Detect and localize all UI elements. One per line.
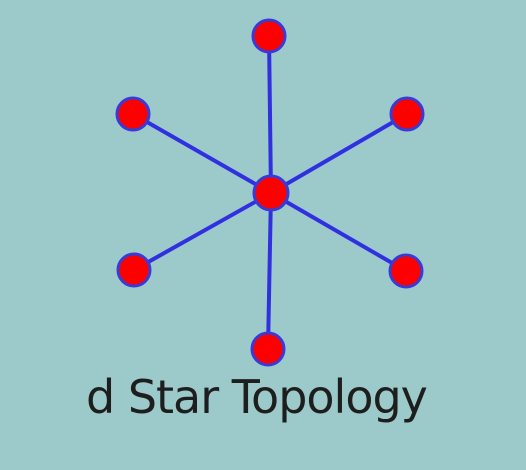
node-group <box>115 18 425 367</box>
node-upper-left <box>115 96 151 132</box>
figure-caption: d Star Topology <box>86 370 428 424</box>
node-lower-left <box>116 252 152 288</box>
node-bottom <box>250 331 286 367</box>
hub-node <box>252 174 290 212</box>
edge-group <box>131 34 409 351</box>
edge-center-upper-left <box>131 112 273 195</box>
node-lower-right <box>388 253 424 289</box>
edge-center-upper-right <box>269 112 409 195</box>
edge-center-lower-right <box>269 191 408 273</box>
edge-center-bottom <box>266 191 273 351</box>
edge-center-lower-left <box>132 191 273 272</box>
edge-center-top <box>267 34 273 195</box>
node-upper-right <box>389 96 425 132</box>
node-top <box>251 18 287 54</box>
